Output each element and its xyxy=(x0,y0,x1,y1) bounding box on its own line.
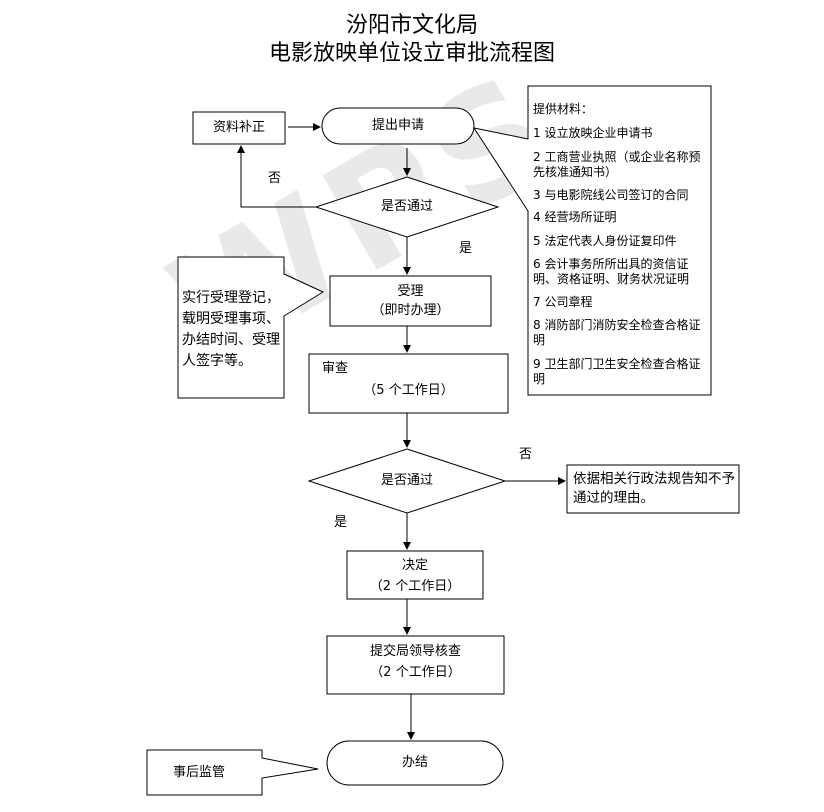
finish-label: 办结 xyxy=(401,755,428,770)
arrow-decision1-no xyxy=(237,145,316,208)
materials-item: 3 与电影院线公司签订的合同 xyxy=(533,188,689,202)
page-subtitle: 电影放映单位设立审批流程图 xyxy=(268,41,555,66)
decide-box xyxy=(346,550,484,600)
supervise-note-callout xyxy=(146,749,319,796)
materials-item: 7 公司章程 xyxy=(533,295,593,309)
decide-label: 决定 xyxy=(401,558,428,573)
supplement-box xyxy=(192,111,286,145)
accept-note-text: 实行受理登记，载明受理事项、办结时间、受理人签字等。 xyxy=(182,290,280,369)
materials-item: 4 经营场所证明 xyxy=(533,210,617,224)
materials-item: 8 消防部门消防安全检查合格证明 xyxy=(533,318,701,347)
accept-label: 受理 xyxy=(397,284,424,299)
supervise-note-text: 事后监管 xyxy=(173,765,226,780)
leader-label: 提交局领导核查 xyxy=(369,644,461,659)
submit-terminator xyxy=(321,107,475,145)
accept-sublabel: （即时办理） xyxy=(371,303,450,318)
materials-item: 5 法定代表人身份证复印件 xyxy=(533,234,677,248)
accept-note-callout xyxy=(177,256,325,399)
materials-heading: 提供材料： xyxy=(533,102,594,116)
review-label: 审查 xyxy=(322,361,349,376)
reject-label: 依据相关行政法规告知不予通过的理由。 xyxy=(573,471,735,506)
leader-box xyxy=(326,635,505,695)
decide-sublabel: （2 个工作日） xyxy=(369,579,461,594)
leader-sublabel: （2 个工作日） xyxy=(370,665,461,680)
finish-terminator xyxy=(326,740,504,786)
review-box xyxy=(308,353,509,414)
edge-label-yes-2: 是 xyxy=(334,515,348,530)
supplement-label: 资料补正 xyxy=(212,120,265,135)
materials-item: 2 工商营业执照（或企业名称预先核准通知书） xyxy=(533,150,701,179)
materials-item: 9 卫生部门卫生安全检查合格证明 xyxy=(533,357,701,386)
materials-item: 6 会计事务所所出具的资信证明、资格证明、财务状况证明 xyxy=(533,257,690,286)
decision-1-label: 是否通过 xyxy=(380,199,433,214)
decision-2-label: 是否通过 xyxy=(380,473,433,488)
materials-callout xyxy=(472,85,712,396)
page-title: 汾阳市文化局 xyxy=(345,13,478,38)
edge-label-no-1: 否 xyxy=(268,171,282,186)
edge-label-yes-1: 是 xyxy=(459,241,473,256)
materials-item: 1 设立放映企业申请书 xyxy=(533,126,653,140)
review-sublabel: （5 个工作日） xyxy=(363,383,454,398)
accept-box xyxy=(329,275,492,327)
edge-label-no-2: 否 xyxy=(519,447,533,462)
reject-box xyxy=(566,464,740,514)
submit-label: 提出申请 xyxy=(371,118,424,133)
